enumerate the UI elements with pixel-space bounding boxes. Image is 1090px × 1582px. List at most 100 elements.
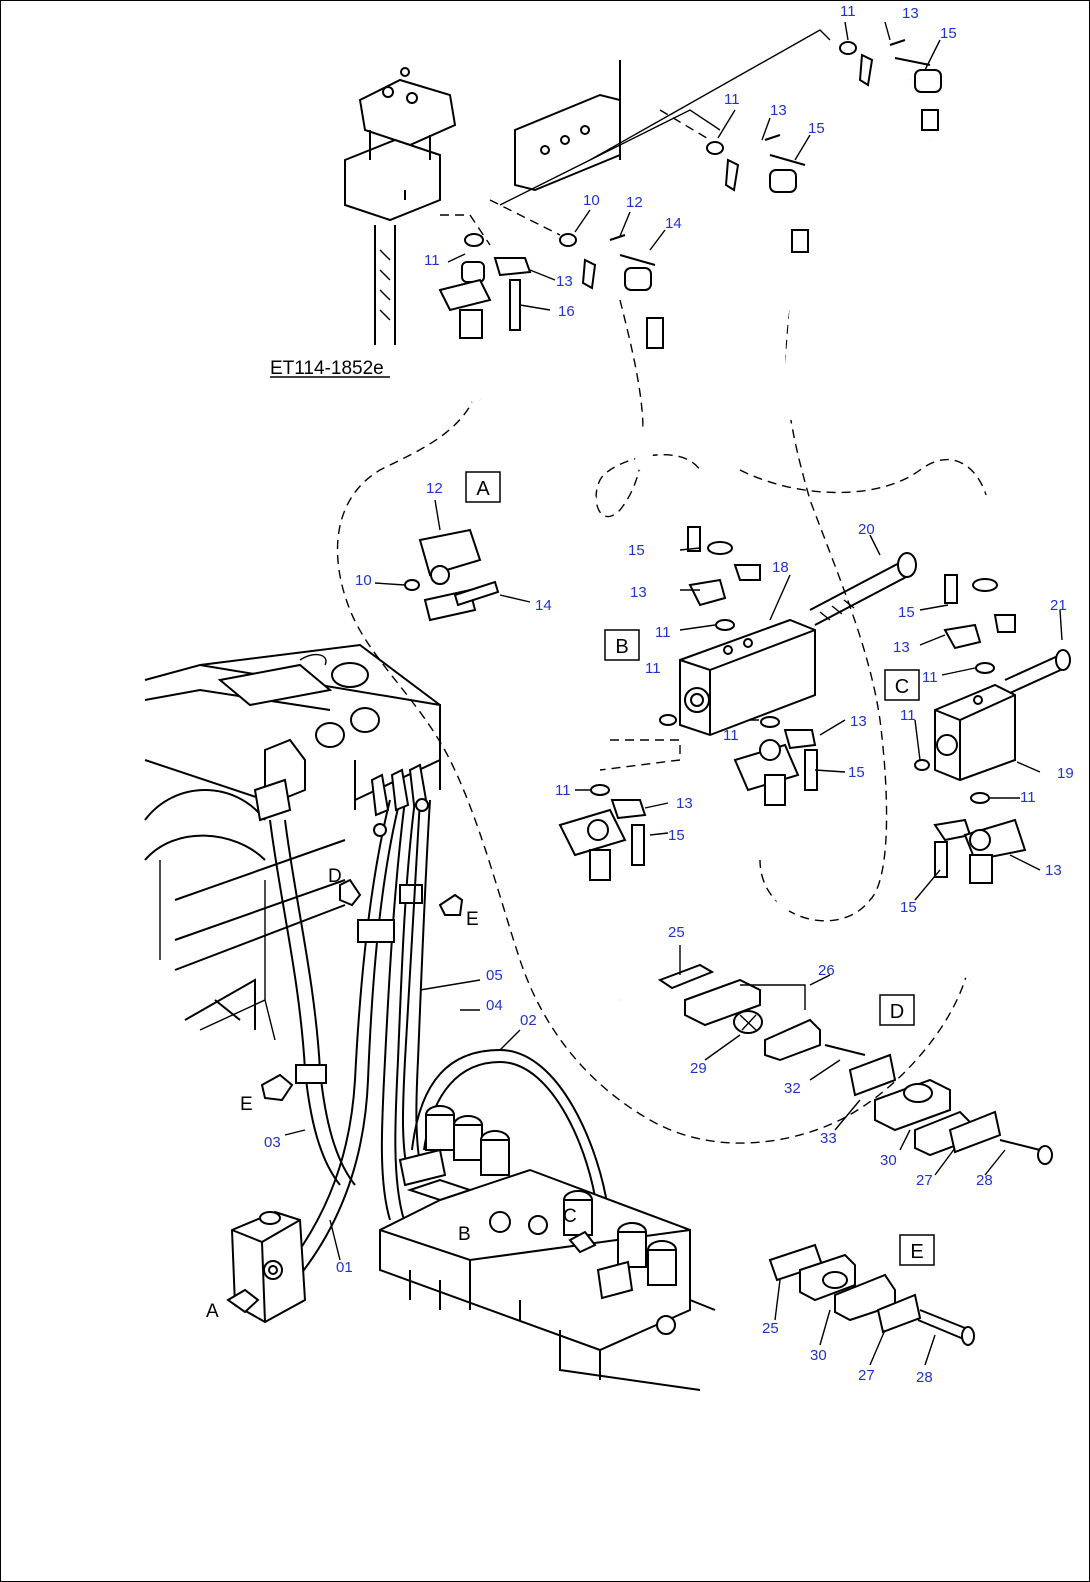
leader-lines <box>284 21 1063 1366</box>
hose-center <box>625 272 665 473</box>
part-label-12: 12 <box>626 194 643 211</box>
detail-b-block <box>659 526 917 737</box>
mounting-plate <box>499 29 831 206</box>
svg-text:C: C <box>895 676 909 698</box>
part-label-16: 16 <box>558 303 575 320</box>
machine-frame <box>144 643 441 1041</box>
svg-text:B: B <box>615 636 628 658</box>
part-label-27: 27 <box>916 1172 933 1189</box>
detail-e-clamp <box>768 1243 975 1346</box>
part-label-15: 15 <box>848 764 865 781</box>
label-hose-04: 04 <box>486 997 503 1014</box>
detail-a-fitting <box>404 528 500 622</box>
detail-box-e: E <box>899 1234 935 1266</box>
part-label-15: 15 <box>940 25 957 42</box>
hose-detail-b-lower-right <box>767 799 797 916</box>
part-label-32: 32 <box>784 1080 801 1097</box>
view-arrow-c <box>568 1230 597 1254</box>
detail-box-b: B <box>604 629 640 661</box>
part-label-11: 11 <box>723 727 739 744</box>
part-label-13: 13 <box>556 273 573 290</box>
detail-region-outline-main <box>336 379 971 1144</box>
label-hose-01: 01 <box>336 1259 353 1276</box>
svg-text:ET114-1852e: ET114-1852e <box>270 358 384 379</box>
label-hose-03: 03 <box>264 1134 281 1151</box>
part-label-25: 25 <box>762 1320 779 1337</box>
part-label-14: 14 <box>665 215 682 232</box>
view-label-d: D <box>328 866 342 887</box>
hose-top-middle <box>774 174 809 421</box>
view-label-c: C <box>563 1206 577 1227</box>
part-label-27: 27 <box>858 1367 875 1384</box>
view-label-e-left: E <box>240 1094 253 1115</box>
part-label-11: 11 <box>840 3 856 20</box>
part-label-18: 18 <box>772 559 789 576</box>
bundle-clamp <box>357 919 395 943</box>
view-label-a: A <box>206 1301 219 1322</box>
valve-spool-caps <box>425 1105 677 1286</box>
pilot-line-dashed-3 <box>659 109 711 141</box>
part-label-25: 25 <box>668 924 685 941</box>
hose-top-right <box>905 73 942 421</box>
pilot-line-dashed-4 <box>599 739 681 771</box>
drawing-code: ET114-1852e <box>270 358 390 379</box>
part-label-19: 19 <box>1057 765 1074 782</box>
svg-text:A: A <box>476 478 490 500</box>
view-label-e-right: E <box>466 909 479 930</box>
part-label-21: 21 <box>1050 597 1067 614</box>
part-label-30: 30 <box>810 1347 827 1364</box>
hose-detail-c-lower <box>962 874 993 984</box>
part-label-14: 14 <box>535 597 552 614</box>
part-label-28: 28 <box>916 1369 933 1386</box>
part-label-11: 11 <box>424 252 440 269</box>
part-label-20: 20 <box>858 521 875 538</box>
svg-text:D: D <box>890 1001 904 1023</box>
view-arrow-e-right <box>438 893 464 916</box>
view-arrow-a <box>226 1288 260 1314</box>
hose-04-route <box>401 799 431 1181</box>
view-arrow-e-left <box>260 1073 294 1102</box>
part-label-11: 11 <box>655 624 671 641</box>
detail-c-block <box>914 574 1071 782</box>
part-label-10: 10 <box>583 192 600 209</box>
bundle-top-fittings <box>370 763 429 837</box>
part-label-13: 13 <box>676 795 693 812</box>
part-label-10: 10 <box>355 572 372 589</box>
part-label-11: 11 <box>555 782 571 799</box>
detail-box-c: C <box>884 669 920 701</box>
label-hose-02: 02 <box>520 1012 537 1029</box>
part-label-26: 26 <box>818 962 835 979</box>
part-label-13: 13 <box>893 639 910 656</box>
fitting-top-right <box>839 39 942 131</box>
label-hose-05: 05 <box>486 967 503 984</box>
hose-left-upper <box>462 329 488 404</box>
hose-01-route <box>284 799 401 1276</box>
part-label-15: 15 <box>900 899 917 916</box>
junction-box <box>253 738 306 822</box>
part-label-13: 13 <box>1045 862 1062 879</box>
pilot-line-dashed-1 <box>440 214 491 246</box>
part-label-15: 15 <box>668 827 685 844</box>
view-arrow-d <box>339 878 362 907</box>
fitting-top-middle <box>706 134 809 253</box>
part-label-15: 15 <box>628 542 645 559</box>
view-label-b: B <box>458 1224 471 1245</box>
part-label-15: 15 <box>808 120 825 137</box>
part-label-11: 11 <box>1020 789 1036 806</box>
part-label-28: 28 <box>976 1172 993 1189</box>
detail-region-outline-b-c <box>759 309 888 922</box>
hose-03-route <box>269 819 356 1186</box>
detail-box-a: A <box>465 471 501 503</box>
part-label-11: 11 <box>922 669 938 686</box>
detail-c-lower-fittings <box>933 792 1027 884</box>
part-label-30: 30 <box>880 1152 897 1169</box>
pilot-line-dashed-2 <box>489 199 561 236</box>
part-label-12: 12 <box>426 480 443 497</box>
svg-text:E: E <box>910 1241 923 1263</box>
pilot-valve-assembly <box>344 67 457 345</box>
detail-box-d: D <box>879 994 915 1026</box>
part-label-11: 11 <box>724 91 740 108</box>
part-label-13: 13 <box>902 5 919 22</box>
detail-region-outline-right <box>739 458 991 521</box>
